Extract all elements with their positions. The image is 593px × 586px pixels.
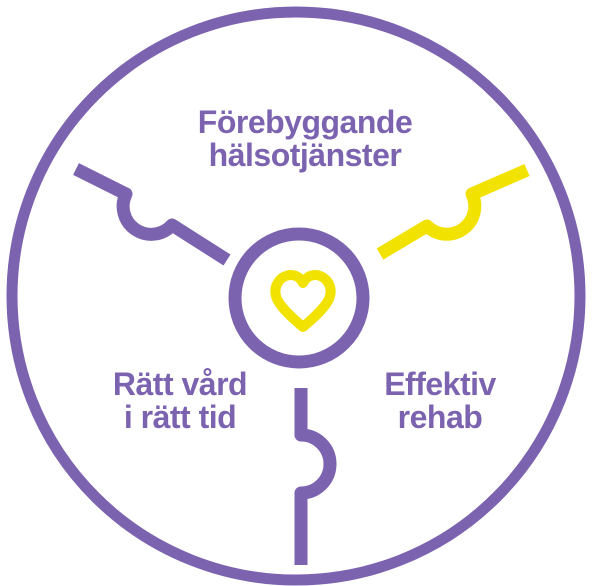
heart-icon	[270, 270, 336, 332]
label-left-line1: Rätt vård	[112, 366, 248, 402]
label-right-line1: Effektiv	[384, 366, 496, 402]
label-effektiv-rehab: Effektiv rehab	[330, 368, 550, 434]
inner-ring	[228, 227, 370, 369]
connector-upper-right	[376, 164, 530, 260]
outer-ring	[6, 6, 586, 586]
label-top-line2: hälsotjänster	[208, 137, 402, 173]
label-top-line1: Förebyggande	[197, 104, 413, 140]
label-forebyggande-halsotjanster: Förebyggande hälsotjänster	[160, 106, 450, 172]
connector-bottom	[294, 388, 337, 565]
label-right-line2: rehab	[397, 399, 483, 435]
label-ratt-vard-i-ratt-tid: Rätt vård i rätt tid	[70, 368, 290, 434]
label-left-line2: i rätt tid	[123, 399, 237, 435]
connector-upper-left	[73, 163, 231, 266]
